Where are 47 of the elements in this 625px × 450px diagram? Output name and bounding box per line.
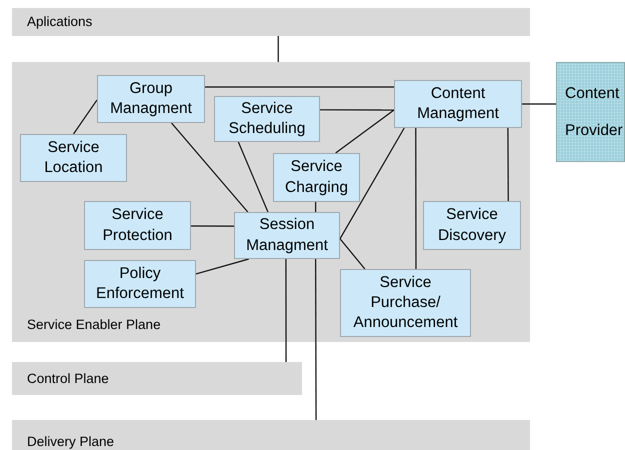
layer-band: [12, 420, 530, 450]
process-box: [84, 201, 191, 250]
plane-label: Service Enabler Plane: [27, 317, 161, 332]
connector-line: [340, 238, 366, 270]
connector-line: [285, 259, 287, 362]
layer-band: [12, 362, 302, 395]
process-box: [340, 269, 471, 337]
connector-line: [507, 128, 509, 201]
box-label: Service Discovery: [436, 205, 508, 246]
process-box: [394, 80, 522, 128]
connector-line: [191, 225, 234, 227]
connector-line: [196, 258, 249, 274]
box-label: Content Managment: [416, 84, 500, 124]
connector-line: [315, 202, 316, 212]
box-label: Content Provider: [565, 84, 624, 141]
box-label: Session Managment: [245, 215, 329, 256]
connector-line: [238, 142, 268, 212]
connector-line: [315, 259, 317, 420]
box-label: Group Managment: [109, 78, 193, 119]
plane-label: Control Plane: [27, 371, 109, 386]
connector-line: [171, 122, 248, 212]
box-label: Service Scheduling: [228, 98, 306, 139]
process-box: [84, 260, 196, 308]
layer-band: [12, 62, 530, 342]
box-label: Service Charging: [284, 157, 349, 198]
plane-label: Aplications: [27, 14, 92, 29]
connector-line: [335, 110, 394, 154]
process-box: [214, 96, 320, 142]
box-label: Policy Enforcement: [95, 264, 185, 304]
box-label: Service Protection: [102, 205, 174, 246]
connector-line: [205, 86, 394, 88]
connector-line: [415, 128, 417, 269]
box-label: Service Location: [43, 138, 104, 178]
connector-line: [339, 128, 405, 240]
layer-band: [12, 8, 530, 36]
plane-label: Delivery Plane: [27, 434, 114, 449]
box-label: Service Purchase/ Announcement: [352, 272, 459, 334]
process-box: [97, 75, 205, 123]
process-box: [234, 212, 340, 259]
connector-line: [522, 103, 556, 105]
process-box: [423, 201, 521, 250]
connector-line: [278, 36, 279, 62]
process-box: [273, 153, 360, 202]
process-box: [20, 134, 127, 182]
connector-line: [73, 100, 98, 134]
provider-box: [556, 62, 625, 162]
connector-line: [320, 109, 394, 111]
